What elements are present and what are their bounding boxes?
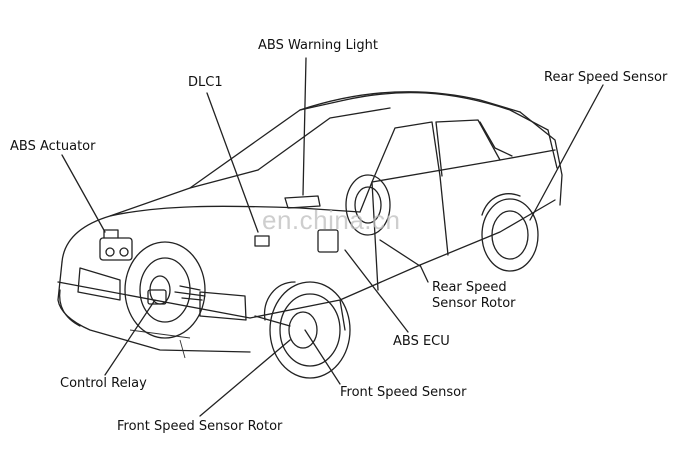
rear-right-wheel <box>481 193 539 272</box>
label-control-relay: Control Relay <box>60 376 147 391</box>
control-relay-component <box>147 289 167 305</box>
label-abs-ecu: ABS ECU <box>393 334 450 349</box>
watermark: en.china.cn <box>262 205 401 235</box>
label-dlc1: DLC1 <box>188 75 223 90</box>
label-rear-speed-sensor-rotor: Rear Speed Sensor Rotor <box>432 280 516 311</box>
leader-lines <box>61 57 604 417</box>
dlc1-component <box>254 235 270 247</box>
label-abs-warning-light: ABS Warning Light <box>258 38 378 53</box>
rear-left-wheel <box>345 174 391 236</box>
abs-ecu-component <box>317 229 339 253</box>
label-abs-actuator: ABS Actuator <box>10 139 96 154</box>
abs-warning-light-component <box>284 195 321 209</box>
label-rear-speed-sensor: Rear Speed Sensor <box>544 70 668 85</box>
label-front-speed-sensor: Front Speed Sensor <box>340 385 467 400</box>
abs-actuator-component <box>99 229 133 261</box>
front-axle <box>174 285 291 327</box>
label-front-speed-sensor-rotor: Front Speed Sensor Rotor <box>117 419 283 434</box>
front-right-wheel <box>263 281 351 379</box>
